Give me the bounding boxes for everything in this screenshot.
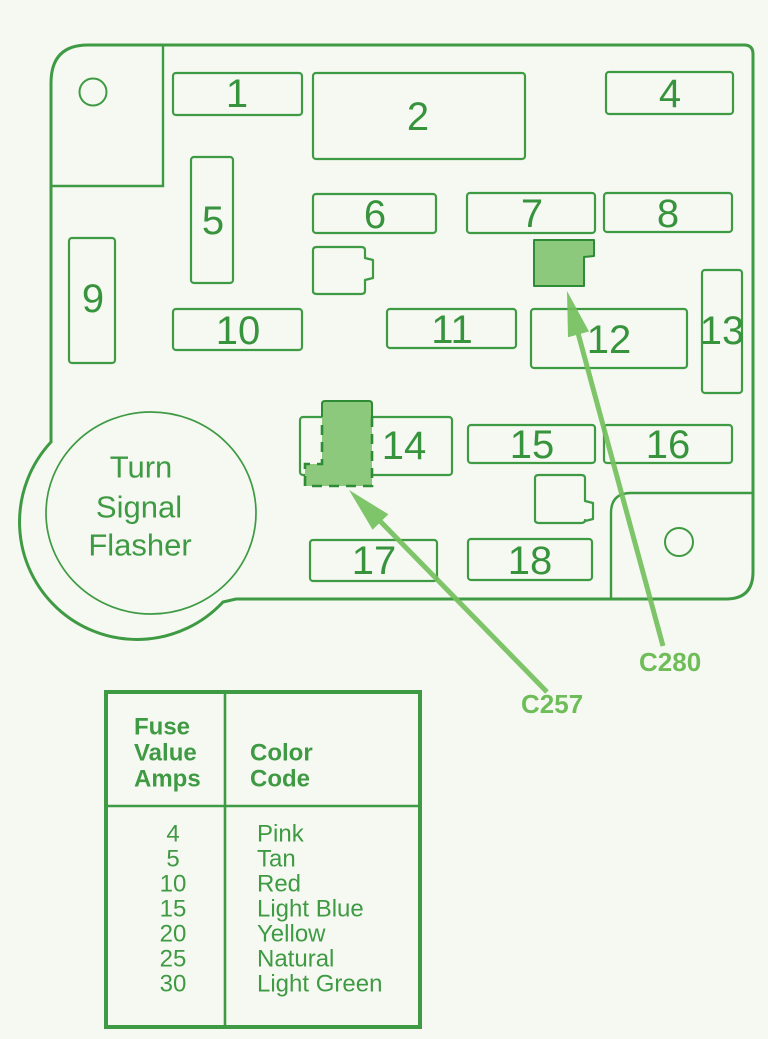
fuse-slot-label-5: 5 [202,199,224,243]
flasher-text-line3: Flasher [88,528,191,563]
fuse-slot-label-16: 16 [646,423,691,467]
legend-header-amps-line1: Fuse [134,714,190,741]
legend-table: Fuse Value Amps Color Code 4 Pink 5 Tan … [104,690,422,1029]
legend-row-color: Pink [257,821,305,848]
legend-header-color-line2: Code [250,766,310,793]
highlighted-fuse-c257-dashed-edge [303,417,374,488]
arrow-head-c257 [349,490,389,530]
legend-header-amps-line2: Value [134,740,197,767]
legend-row-amps: 30 [160,971,187,998]
fuse-slot-13 [700,268,744,395]
fuse-slot-12 [529,307,689,370]
legend-row-color: Natural [257,946,334,973]
fuse-slot-label-4: 4 [659,72,681,116]
highlighted-fuse-c257 [305,401,372,486]
legend-table-border [104,690,422,1029]
mounting-hole-bottom-right [664,527,694,557]
fuse-slot-label-7: 7 [521,192,543,236]
relay-shape-lower [533,473,595,525]
connector-label-c257: C257 [521,689,583,719]
fuse-slot-15 [466,423,597,465]
legend-row-amps: 4 [166,821,179,848]
turn-signal-flasher-circle [45,411,257,615]
legend-rows: 4 Pink 5 Tan 10 Red 15 Light Blue 20 Yel… [160,821,383,998]
fuse-slot-label-10: 10 [216,309,261,353]
fuse-slot-17 [308,538,439,583]
legend-row-color: Light Green [257,971,382,998]
fuse-slot-label-18: 18 [508,539,553,583]
fuse-box-outline [18,43,755,641]
fuse-slot-2 [311,71,527,161]
fuse-slot-9 [67,236,117,365]
fuse-slot-label-6: 6 [364,193,386,237]
fuse-slot-14 [298,415,454,477]
fuse-slot-label-11: 11 [431,308,473,352]
legend-row-amps: 10 [160,871,187,898]
legend-row-amps: 15 [160,896,187,923]
arrow-head-c280 [567,291,589,338]
legend-row-amps: 20 [160,921,187,948]
fuse-slot-7 [465,191,597,235]
flasher-text-line1: Turn [110,450,173,485]
fuse-slot-label-1: 1 [226,72,248,116]
legend-row-amps: 5 [166,846,179,873]
fuse-slot-8 [602,191,734,234]
legend-header-color-line1: Color [250,740,313,767]
legend-row-color: Tan [257,846,296,873]
bottom-right-compartment-line [609,491,752,599]
flasher-text-line2: Signal [96,490,182,525]
fuse-slot-label-12: 12 [587,318,632,362]
top-left-compartment-line [52,46,165,188]
connector-label-c280: C280 [639,647,701,677]
highlighted-fuse-c280 [533,239,595,287]
fuse-slot-label-2: 2 [407,95,429,139]
fuse-slot-label-15: 15 [510,423,555,467]
fuse-slot-16 [602,423,734,465]
mounting-hole-top-left [78,77,108,107]
legend-header-amps-line3: Amps [134,766,201,793]
highlighted-fuse-c257-solid-edge [321,400,373,417]
fuse-slot-1 [171,71,304,117]
fuse-slot-6 [311,192,438,235]
legend-row-color: Light Blue [257,896,364,923]
fuse-slot-label-8: 8 [657,192,679,236]
fuse-slot-label-13: 13 [700,309,745,353]
fuse-slot-5 [189,155,235,285]
callout-arrows [349,291,666,694]
fuse-slot-11 [385,307,518,350]
legend-row-amps: 25 [160,946,187,973]
fuse-slot-label-17: 17 [352,539,397,583]
arrow-line-c257 [378,519,549,694]
fuse-slot-10 [171,307,304,352]
fuse-slot-label-14: 14 [382,424,427,468]
fuse-slot-label-9: 9 [82,277,104,321]
fuse-slot-4 [604,70,735,116]
legend-row-color: Red [257,871,301,898]
fuse-slot-18 [466,537,594,582]
legend-row-color: Yellow [257,921,326,948]
arrow-line-c280 [575,332,666,647]
relay-shape-upper [311,245,375,296]
